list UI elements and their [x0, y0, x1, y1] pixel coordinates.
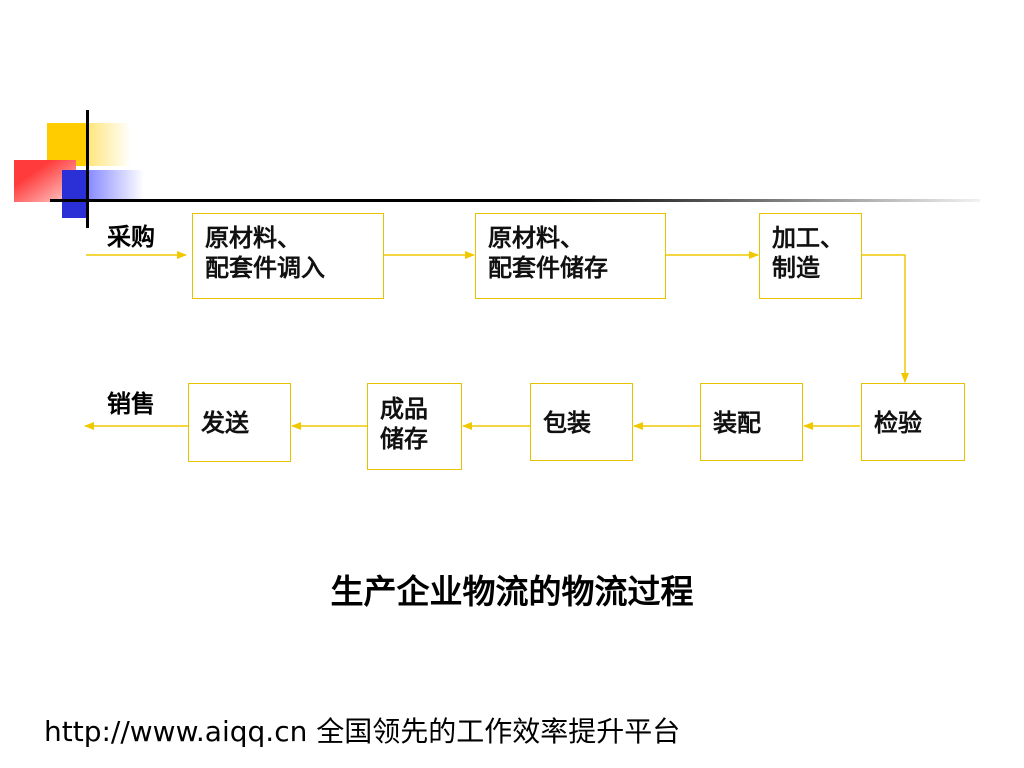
box-packaging: 包装 — [530, 383, 633, 461]
decor-blue-fade — [89, 170, 144, 200]
box-line: 原材料、 — [205, 223, 301, 252]
box-assembly: 装配 — [700, 383, 803, 461]
footer-url[interactable]: http://www.aiqq.cn — [44, 715, 308, 748]
box-processing: 加工、 制造 — [759, 213, 862, 299]
label-sales: 销售 — [107, 389, 155, 418]
decor-yellow-fade — [89, 123, 131, 166]
diagram-title: 生产企业物流的物流过程 — [330, 572, 694, 611]
box-shipping: 发送 — [188, 383, 291, 462]
box-raw-materials-storage: 原材料、 配套件储存 — [475, 213, 666, 299]
box-inspection: 检验 — [861, 383, 965, 461]
footer: http://www.aiqq.cn 全国领先的工作效率提升平台 — [44, 710, 680, 750]
decor-vertical-line — [86, 110, 89, 228]
decor-blue-square — [62, 170, 89, 218]
box-line: 包装 — [543, 408, 591, 437]
box-line: 成品 — [380, 394, 428, 423]
box-line: 原材料、 — [488, 223, 584, 252]
box-finished-goods-storage: 成品 储存 — [367, 383, 462, 470]
box-line: 制造 — [772, 253, 820, 282]
box-line: 装配 — [713, 408, 761, 437]
box-line: 配套件调入 — [205, 253, 325, 282]
box-line: 配套件储存 — [488, 253, 608, 282]
box-line: 储存 — [380, 424, 428, 453]
box-raw-materials-in: 原材料、 配套件调入 — [192, 213, 384, 299]
box-line: 检验 — [874, 408, 922, 437]
decor-horizontal-rule — [50, 199, 980, 202]
decor-yellow-square — [47, 123, 89, 166]
box-line: 加工、 — [772, 223, 844, 252]
footer-tagline: 全国领先的工作效率提升平台 — [316, 715, 681, 748]
arrow-process-to-inspect — [862, 254, 909, 383]
label-purchase: 采购 — [107, 222, 155, 251]
box-line: 发送 — [201, 408, 249, 437]
